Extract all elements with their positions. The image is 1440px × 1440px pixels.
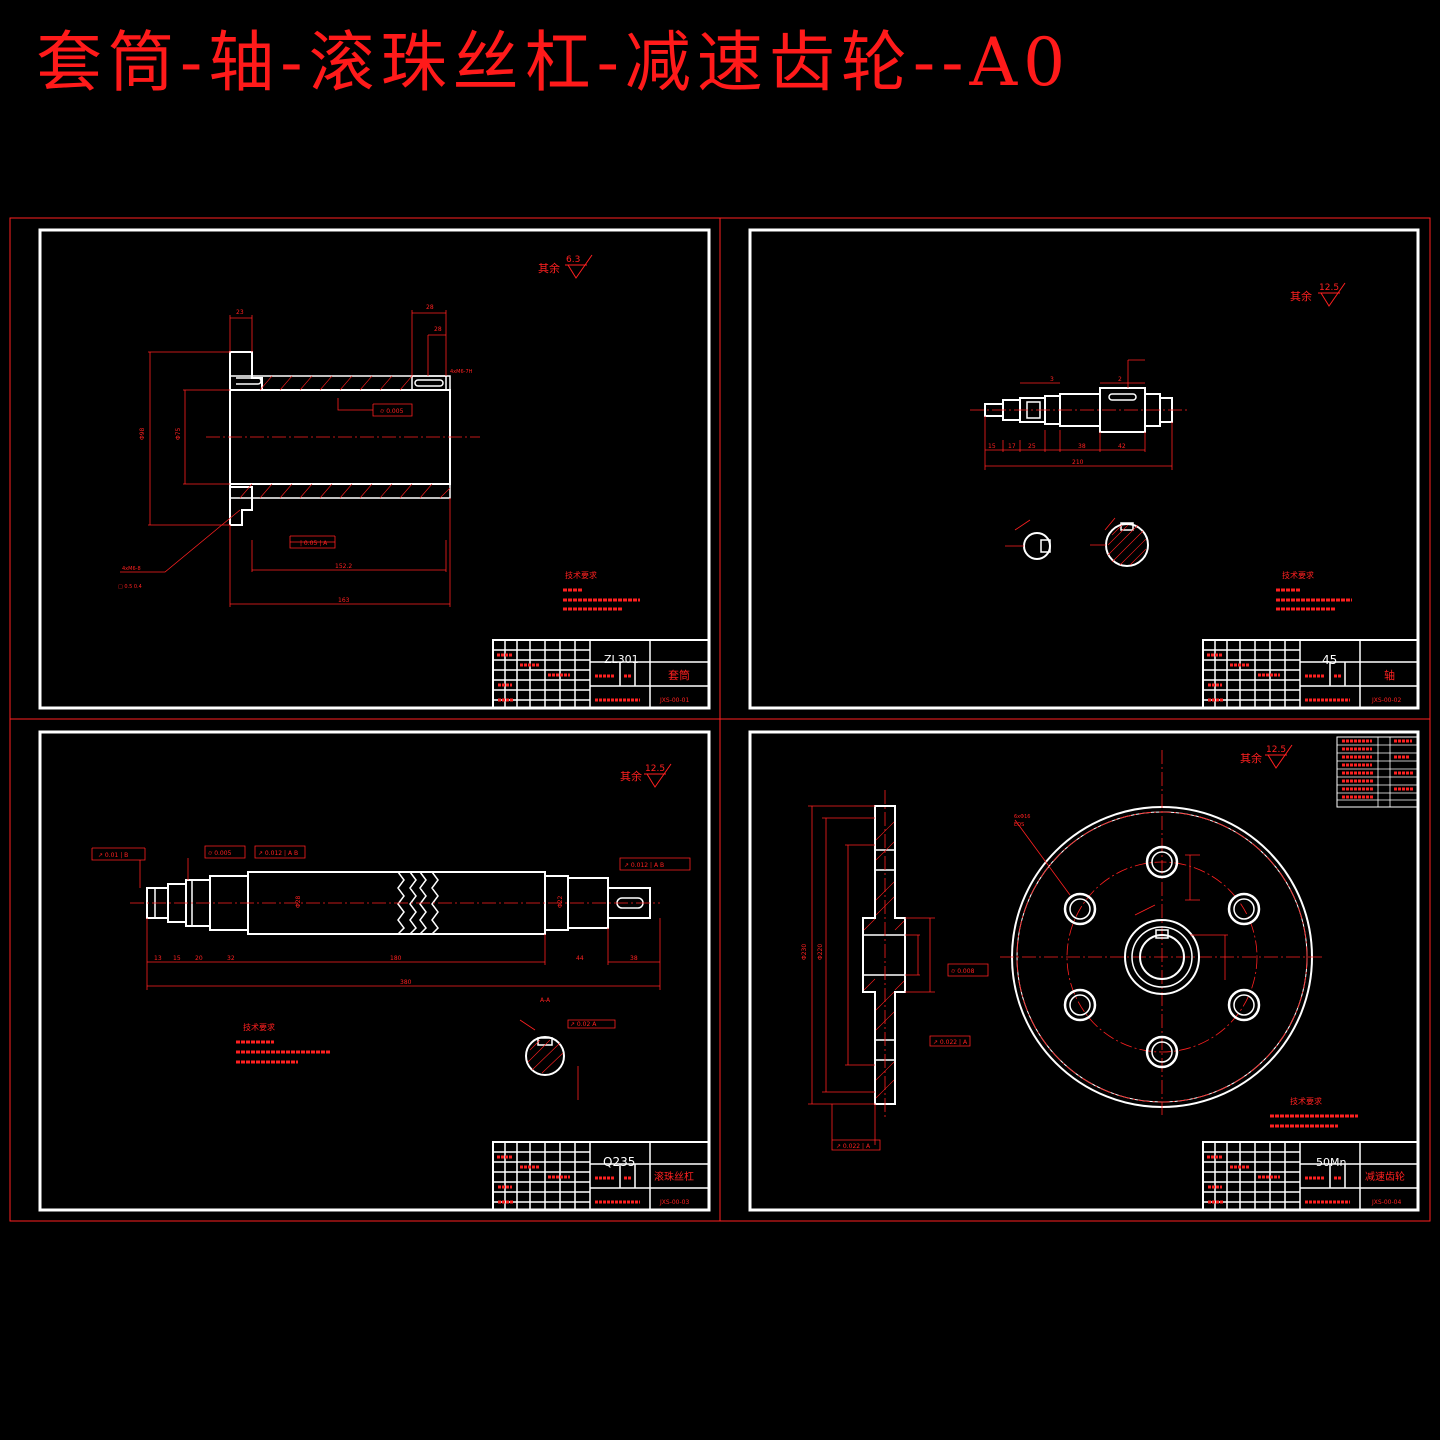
part-name-2: 轴 [1384, 668, 1395, 682]
title-block-1 [492, 639, 710, 709]
svg-text:Φ22: Φ22 [557, 895, 564, 908]
sheet-frame-4 [748, 730, 1420, 1212]
drawing-no-4: JXS-00-04 [1371, 1199, 1401, 1206]
svg-text:32: 32 [227, 955, 235, 962]
svg-text:23: 23 [236, 309, 244, 316]
svg-text:163: 163 [338, 597, 350, 604]
roughness-value-3: 12.5 [645, 764, 665, 774]
svg-text:15: 15 [988, 443, 996, 450]
title-blocks: ZL301 套筒 JXS-00-01 45 轴 JXS-00-02 Q235 滚… [492, 639, 1419, 1211]
svg-text:44: 44 [576, 955, 584, 962]
shaft-drawing: 其余 12.5 15 17 25 38 42 210 3 2 技术要求 [970, 282, 1352, 611]
material-1: ZL301 [604, 653, 639, 666]
svg-text:28: 28 [426, 304, 434, 311]
svg-text:↗ 0.022 | A: ↗ 0.022 | A [933, 1039, 968, 1046]
svg-text:210: 210 [1072, 459, 1084, 466]
svg-text:| 0.05 | A: | 0.05 | A [300, 540, 328, 547]
reduction-gear-drawing: 其余 12.5 ⌭ 0.008 ↗ 0.022 | A ↗ 0.022 | A … [801, 736, 1418, 1151]
svg-text:↗ 0.012 | A B: ↗ 0.012 | A B [258, 850, 298, 857]
title-block-2 [1202, 639, 1419, 709]
svg-text:↗ 0.02 A: ↗ 0.02 A [570, 1021, 597, 1028]
svg-text:4xM6-7H: 4xM6-7H [450, 369, 473, 375]
sheet-frame-3 [38, 730, 711, 1212]
svg-text:↗ 0.012 | A B: ↗ 0.012 | A B [624, 862, 664, 869]
notes-title-3: 技术要求 [243, 1022, 275, 1032]
svg-text:⌭ 0.005: ⌭ 0.005 [380, 408, 404, 415]
svg-text:38: 38 [1078, 443, 1086, 450]
svg-text:3: 3 [1050, 376, 1054, 383]
material-4: 50Mn [1316, 1156, 1346, 1169]
svg-text:6xΦ16: 6xΦ16 [1014, 814, 1030, 820]
sheet-frame-1 [38, 228, 711, 710]
svg-text:180: 180 [390, 955, 402, 962]
svg-text:28: 28 [434, 326, 442, 333]
title-block-4 [1202, 1141, 1419, 1211]
roughness-value-2: 12.5 [1319, 283, 1339, 293]
material-3: Q235 [603, 1155, 635, 1169]
svg-text:□ 0.5 0.4: □ 0.5 0.4 [118, 584, 142, 590]
svg-text:15: 15 [173, 955, 181, 962]
svg-text:A-A: A-A [540, 997, 551, 1004]
svg-text:2: 2 [1118, 376, 1122, 383]
roughness-label-2: 其余 [1290, 289, 1312, 303]
svg-text:↗ 0.022 | A: ↗ 0.022 | A [836, 1143, 871, 1150]
svg-text:⌭ 0.008: ⌭ 0.008 [951, 968, 975, 975]
notes-title-1: 技术要求 [565, 570, 597, 580]
part-name-1: 套筒 [668, 668, 690, 682]
drawing-set-title: 套筒-轴-滚珠丝杠-减速齿轮--A0 [36, 24, 1072, 101]
svg-text:42: 42 [1118, 443, 1126, 450]
svg-text:Φ220: Φ220 [817, 944, 824, 960]
roughness-label-4: 其余 [1240, 751, 1262, 765]
svg-text:Φ230: Φ230 [801, 944, 808, 960]
svg-text:38: 38 [630, 955, 638, 962]
svg-text:EQS: EQS [1014, 822, 1024, 828]
svg-text:Φ28: Φ28 [295, 895, 302, 908]
svg-text:17: 17 [1008, 443, 1016, 450]
part-name-4: 减速齿轮 [1365, 1170, 1405, 1183]
svg-text:Φ75: Φ75 [175, 427, 182, 440]
drawing-no-3: JXS-00-03 [659, 1199, 689, 1206]
roughness-label-1: 其余 [538, 261, 560, 275]
title-block-3 [492, 1141, 710, 1211]
ball-screw-drawing: 其余 12.5 ↗ 0.01 | B ⌭ 0.005 ↗ 0.012 | A B… [91, 763, 691, 1100]
svg-text:152.2: 152.2 [335, 563, 352, 570]
drawing-no-1: JXS-00-01 [659, 697, 689, 704]
sheet-border-3 [9, 718, 721, 1222]
roughness-value-1: 6.3 [566, 255, 580, 265]
sheet-border-1 [9, 217, 721, 720]
sheet-border-4 [719, 718, 1431, 1222]
sleeve-drawing: 其余 6.3 23 28 28 4xM6-7H | 0.05 | A ⌭ 0.0… [118, 254, 640, 611]
sheet-frame-2 [748, 228, 1420, 710]
svg-text:⌭ 0.005: ⌭ 0.005 [208, 850, 232, 857]
drawing-no-2: JXS-00-02 [1371, 697, 1401, 704]
svg-text:20: 20 [195, 955, 203, 962]
roughness-label-3: 其余 [620, 769, 642, 783]
svg-text:25: 25 [1028, 443, 1036, 450]
svg-text:Φ98: Φ98 [139, 427, 146, 440]
notes-title-4: 技术要求 [1290, 1096, 1322, 1106]
material-2: 45 [1322, 653, 1337, 667]
svg-text:4xM6-8: 4xM6-8 [122, 566, 141, 572]
roughness-value-4: 12.5 [1266, 745, 1286, 755]
svg-text:13: 13 [154, 955, 162, 962]
svg-text:↗ 0.01 | B: ↗ 0.01 | B [98, 852, 128, 859]
part-name-3: 滚珠丝杠 [654, 1170, 694, 1183]
svg-text:380: 380 [400, 979, 412, 986]
notes-title-2: 技术要求 [1282, 570, 1314, 580]
